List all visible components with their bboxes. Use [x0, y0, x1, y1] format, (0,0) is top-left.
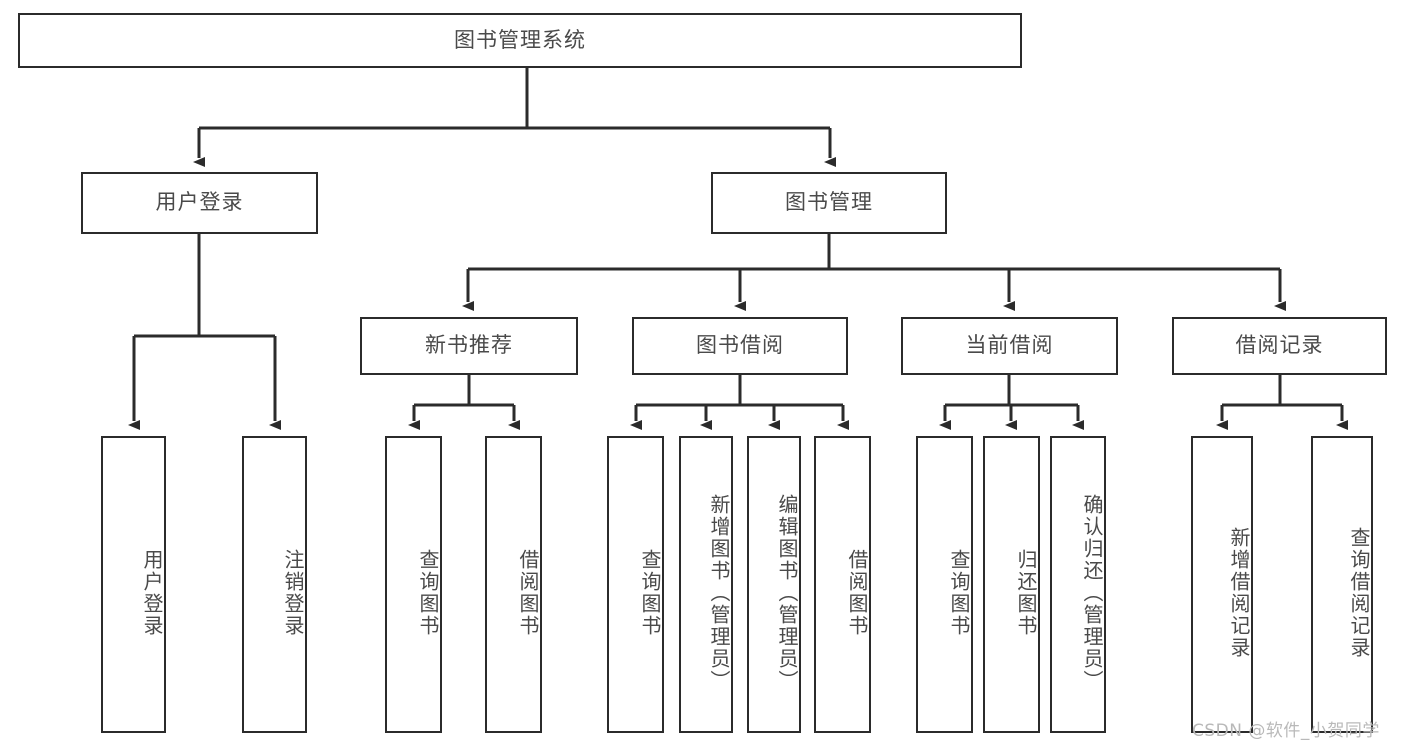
node-leaf-query-book-borrow[interactable]: 查询图书: [607, 436, 664, 733]
node-leaf-logout[interactable]: 注销登录: [242, 436, 307, 733]
node-new-book-recommend[interactable]: 新书推荐: [360, 317, 578, 375]
node-leaf-borrow-book-newbook-label: 借阅图书: [516, 548, 540, 637]
node-leaf-query-borrow-record-label: 查询借阅记录: [1347, 526, 1371, 659]
node-leaf-query-borrow-record[interactable]: 查询借阅记录: [1311, 436, 1373, 733]
node-leaf-add-book-admin[interactable]: 新增图书（管理员）: [679, 436, 733, 733]
node-leaf-add-borrow-record[interactable]: 新增借阅记录: [1191, 436, 1253, 733]
node-leaf-query-book-newbook-label: 查询图书: [416, 548, 440, 637]
node-leaf-borrow-book-newbook[interactable]: 借阅图书: [485, 436, 542, 733]
node-leaf-edit-book-admin-label: 编辑图书（管理员）: [775, 493, 799, 692]
node-leaf-borrow-book[interactable]: 借阅图书: [814, 436, 871, 733]
node-user-login[interactable]: 用户登录: [81, 172, 318, 234]
node-new-book-recommend-label: 新书推荐: [425, 333, 513, 358]
node-leaf-query-book-current-label: 查询图书: [947, 548, 971, 637]
node-current-borrow-label: 当前借阅: [965, 333, 1054, 358]
node-leaf-borrow-book-label: 借阅图书: [845, 548, 869, 637]
node-leaf-return-book-label: 归还图书: [1014, 548, 1038, 637]
node-leaf-logout-label: 注销登录: [281, 548, 305, 637]
node-leaf-query-book-newbook[interactable]: 查询图书: [385, 436, 442, 733]
node-leaf-return-book[interactable]: 归还图书: [983, 436, 1040, 733]
node-leaf-query-book-current[interactable]: 查询图书: [916, 436, 973, 733]
node-leaf-confirm-return-admin-label: 确认归还（管理员）: [1080, 493, 1104, 692]
node-book-borrow-label: 图书借阅: [696, 333, 784, 358]
node-borrow-record-label: 借阅记录: [1235, 333, 1324, 358]
watermark-csdn: CSDN @软件_小贺同学: [1192, 721, 1380, 741]
node-root-label: 图书管理系统: [454, 27, 586, 52]
node-leaf-confirm-return-admin[interactable]: 确认归还（管理员）: [1050, 436, 1106, 733]
node-leaf-user-login[interactable]: 用户登录: [101, 436, 166, 733]
node-current-borrow[interactable]: 当前借阅: [901, 317, 1118, 375]
node-leaf-add-borrow-record-label: 新增借阅记录: [1227, 526, 1251, 659]
node-book-management[interactable]: 图书管理: [711, 172, 947, 234]
node-leaf-edit-book-admin[interactable]: 编辑图书（管理员）: [747, 436, 801, 733]
node-book-borrow[interactable]: 图书借阅: [632, 317, 848, 375]
node-root-system[interactable]: 图书管理系统: [18, 13, 1022, 68]
node-leaf-add-book-admin-label: 新增图书（管理员）: [707, 493, 731, 692]
node-leaf-user-login-label: 用户登录: [140, 548, 164, 637]
node-leaf-query-book-borrow-label: 查询图书: [638, 548, 662, 637]
node-borrow-record[interactable]: 借阅记录: [1172, 317, 1387, 375]
node-book-management-label: 图书管理: [785, 190, 873, 215]
node-user-login-label: 用户登录: [155, 190, 244, 215]
